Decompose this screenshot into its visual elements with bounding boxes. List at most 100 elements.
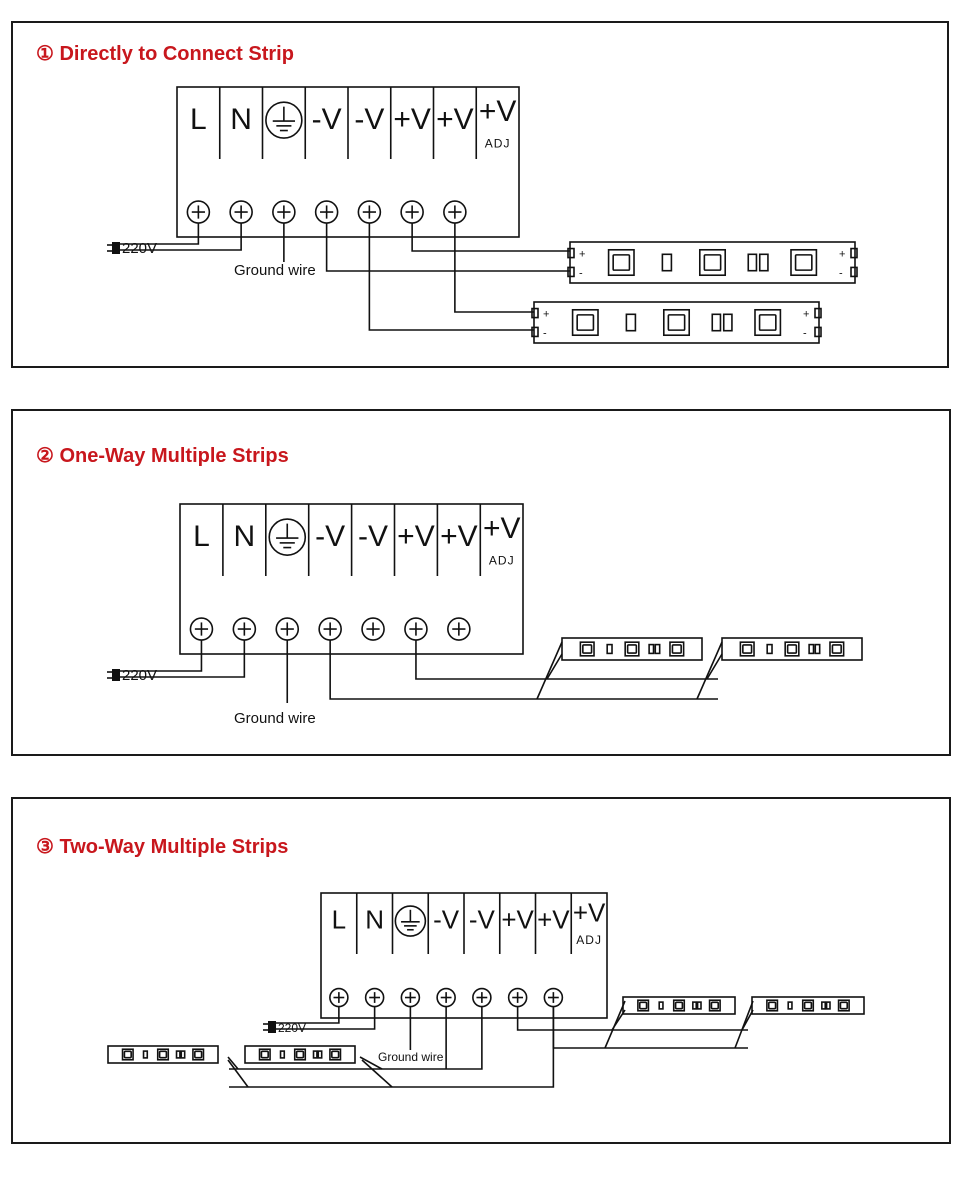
ground-wire-label: Ground wire [234, 710, 316, 727]
terminal-label: L [332, 904, 346, 934]
wire [415, 640, 718, 680]
screw-terminal-icon [186, 200, 211, 224]
panel-title: ② One-Way Multiple Strips [36, 445, 289, 467]
led-chip-icon [754, 308, 782, 337]
screw-terminal-icon [400, 200, 424, 224]
led-chip-icon [156, 1048, 170, 1061]
wire [120, 223, 242, 251]
wire [552, 1006, 748, 1049]
wire [276, 1006, 340, 1024]
led-chip-icon [672, 999, 686, 1012]
led-chip-icon [192, 1048, 205, 1061]
wire [516, 1006, 748, 1031]
strip-outline [107, 1045, 219, 1064]
terminal-label: +V [393, 103, 431, 136]
wire [120, 640, 246, 678]
voltage-label: 220V [122, 240, 157, 257]
led-chip-icon [258, 1048, 271, 1061]
strip-outline [561, 637, 703, 661]
strip-outline [569, 241, 856, 284]
pad [531, 326, 539, 338]
resistor [142, 1050, 149, 1059]
terminal-label: L [190, 103, 207, 136]
screw-terminal-icon [543, 987, 564, 1008]
led-chip-icon [669, 641, 685, 657]
wire [227, 1059, 249, 1088]
voltage-label: 220V [278, 1021, 306, 1035]
led-strip [721, 637, 863, 661]
wire [411, 223, 570, 252]
terminal-label: +V [483, 512, 521, 545]
wire [536, 641, 563, 700]
plug-icon [107, 242, 120, 254]
strip-outline [533, 301, 820, 344]
screw-terminal-icon [361, 617, 385, 641]
polarity-plus: + [543, 309, 549, 321]
screw-terminal-icon [400, 987, 421, 1008]
led-chip-icon [829, 641, 845, 657]
terminal-label: N [230, 103, 252, 136]
led-chip-icon [607, 248, 635, 277]
wire [329, 640, 718, 700]
wire [325, 223, 570, 272]
led-strip: +-+- [567, 241, 858, 284]
pad [814, 307, 822, 319]
polarity-plus: + [803, 309, 809, 321]
resistor [766, 643, 773, 655]
resistor [747, 253, 758, 272]
screw-terminal-icon [472, 987, 492, 1008]
plug-icon [107, 669, 120, 681]
wire [276, 1006, 376, 1030]
resistor [787, 1001, 793, 1010]
led-chip-icon [739, 641, 755, 657]
led-chip-icon [801, 999, 815, 1012]
wire [229, 1006, 483, 1070]
adj-label: ADJ [576, 933, 602, 947]
resistor [648, 643, 655, 655]
resistor [722, 313, 733, 332]
resistor [814, 643, 821, 655]
resistor [661, 253, 673, 272]
panel-frame [11, 409, 951, 756]
screw-terminal-icon [404, 617, 428, 641]
ground-wire-label: Ground wire [378, 1050, 444, 1064]
pad [567, 247, 575, 259]
resistor [696, 1001, 702, 1010]
screw-terminal-icon [229, 200, 253, 224]
led-strip: + - + - [531, 301, 822, 344]
polarity-minus: - [803, 327, 807, 339]
screw-terminal-icon [314, 200, 339, 224]
pad [850, 266, 858, 278]
terminal-label: -V [469, 904, 496, 934]
led-chip-icon [662, 308, 691, 337]
terminal-label: -V [312, 103, 342, 136]
led-chip-icon [571, 308, 599, 337]
wire [454, 223, 534, 313]
wire [741, 1009, 754, 1031]
led-chip-icon [784, 641, 800, 657]
led-strip [561, 637, 703, 661]
pad [850, 247, 858, 259]
wire [546, 653, 563, 680]
strip-outline [244, 1045, 356, 1064]
polarity-minus: - [543, 327, 547, 339]
wire [359, 1056, 383, 1070]
resistor [692, 1001, 698, 1010]
pad [567, 266, 575, 278]
resistor [711, 313, 722, 332]
terminal-label: +V [440, 520, 478, 553]
led-chip-icon [837, 999, 850, 1012]
resistor [654, 643, 661, 655]
wire [696, 641, 723, 700]
wire [734, 1000, 754, 1049]
earth-ground-icon [265, 101, 303, 139]
wire [229, 1006, 555, 1088]
wire [120, 640, 203, 672]
strip-outline [751, 996, 865, 1015]
wire [361, 1059, 393, 1088]
terminal-label: +V [573, 898, 606, 928]
led-strip [107, 1045, 219, 1064]
terminal-label: -V [358, 520, 388, 553]
terminal-label: L [193, 520, 210, 553]
